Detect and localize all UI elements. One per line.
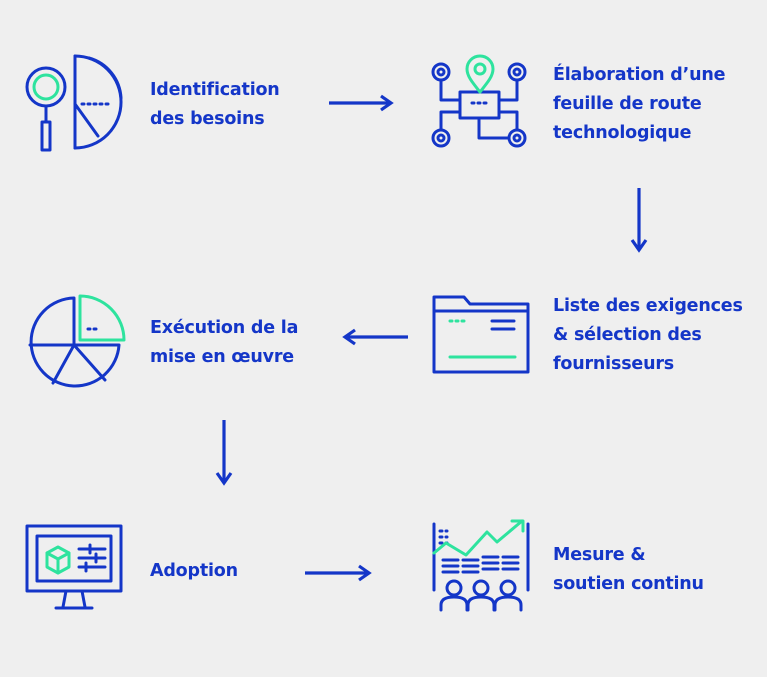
step-label-line: feuille de route <box>553 94 702 114</box>
step-label-identification: Identification des besoins <box>150 76 280 134</box>
step-label-line: fournisseurs <box>553 354 674 374</box>
step-label-line: soutien continu <box>553 574 704 594</box>
step-label-line: Exécution de la <box>150 318 299 338</box>
step-label-adoption: Adoption <box>150 557 238 586</box>
step-label-execution: Exécution de la mise en œuvre <box>150 314 298 372</box>
step-label-line: Mesure & <box>553 545 646 565</box>
step-label-line: mise en œuvre <box>150 347 294 367</box>
step-label-line: & sélection des <box>553 325 702 345</box>
step-label-line: des besoins <box>150 109 265 129</box>
step-label-line: Identification <box>150 80 280 100</box>
step-label-requirements: Liste des exigences & sélection des four… <box>553 292 743 379</box>
step-label-roadmap: Élaboration d’une feuille de route techn… <box>553 61 725 148</box>
step-label-line: Adoption <box>150 561 238 581</box>
step-label-measure: Mesure & soutien continu <box>553 541 704 599</box>
step-label-line: Liste des exigences <box>553 296 743 316</box>
step-label-line: technologique <box>553 123 692 143</box>
step-label-line: Élaboration d’une <box>553 65 726 85</box>
